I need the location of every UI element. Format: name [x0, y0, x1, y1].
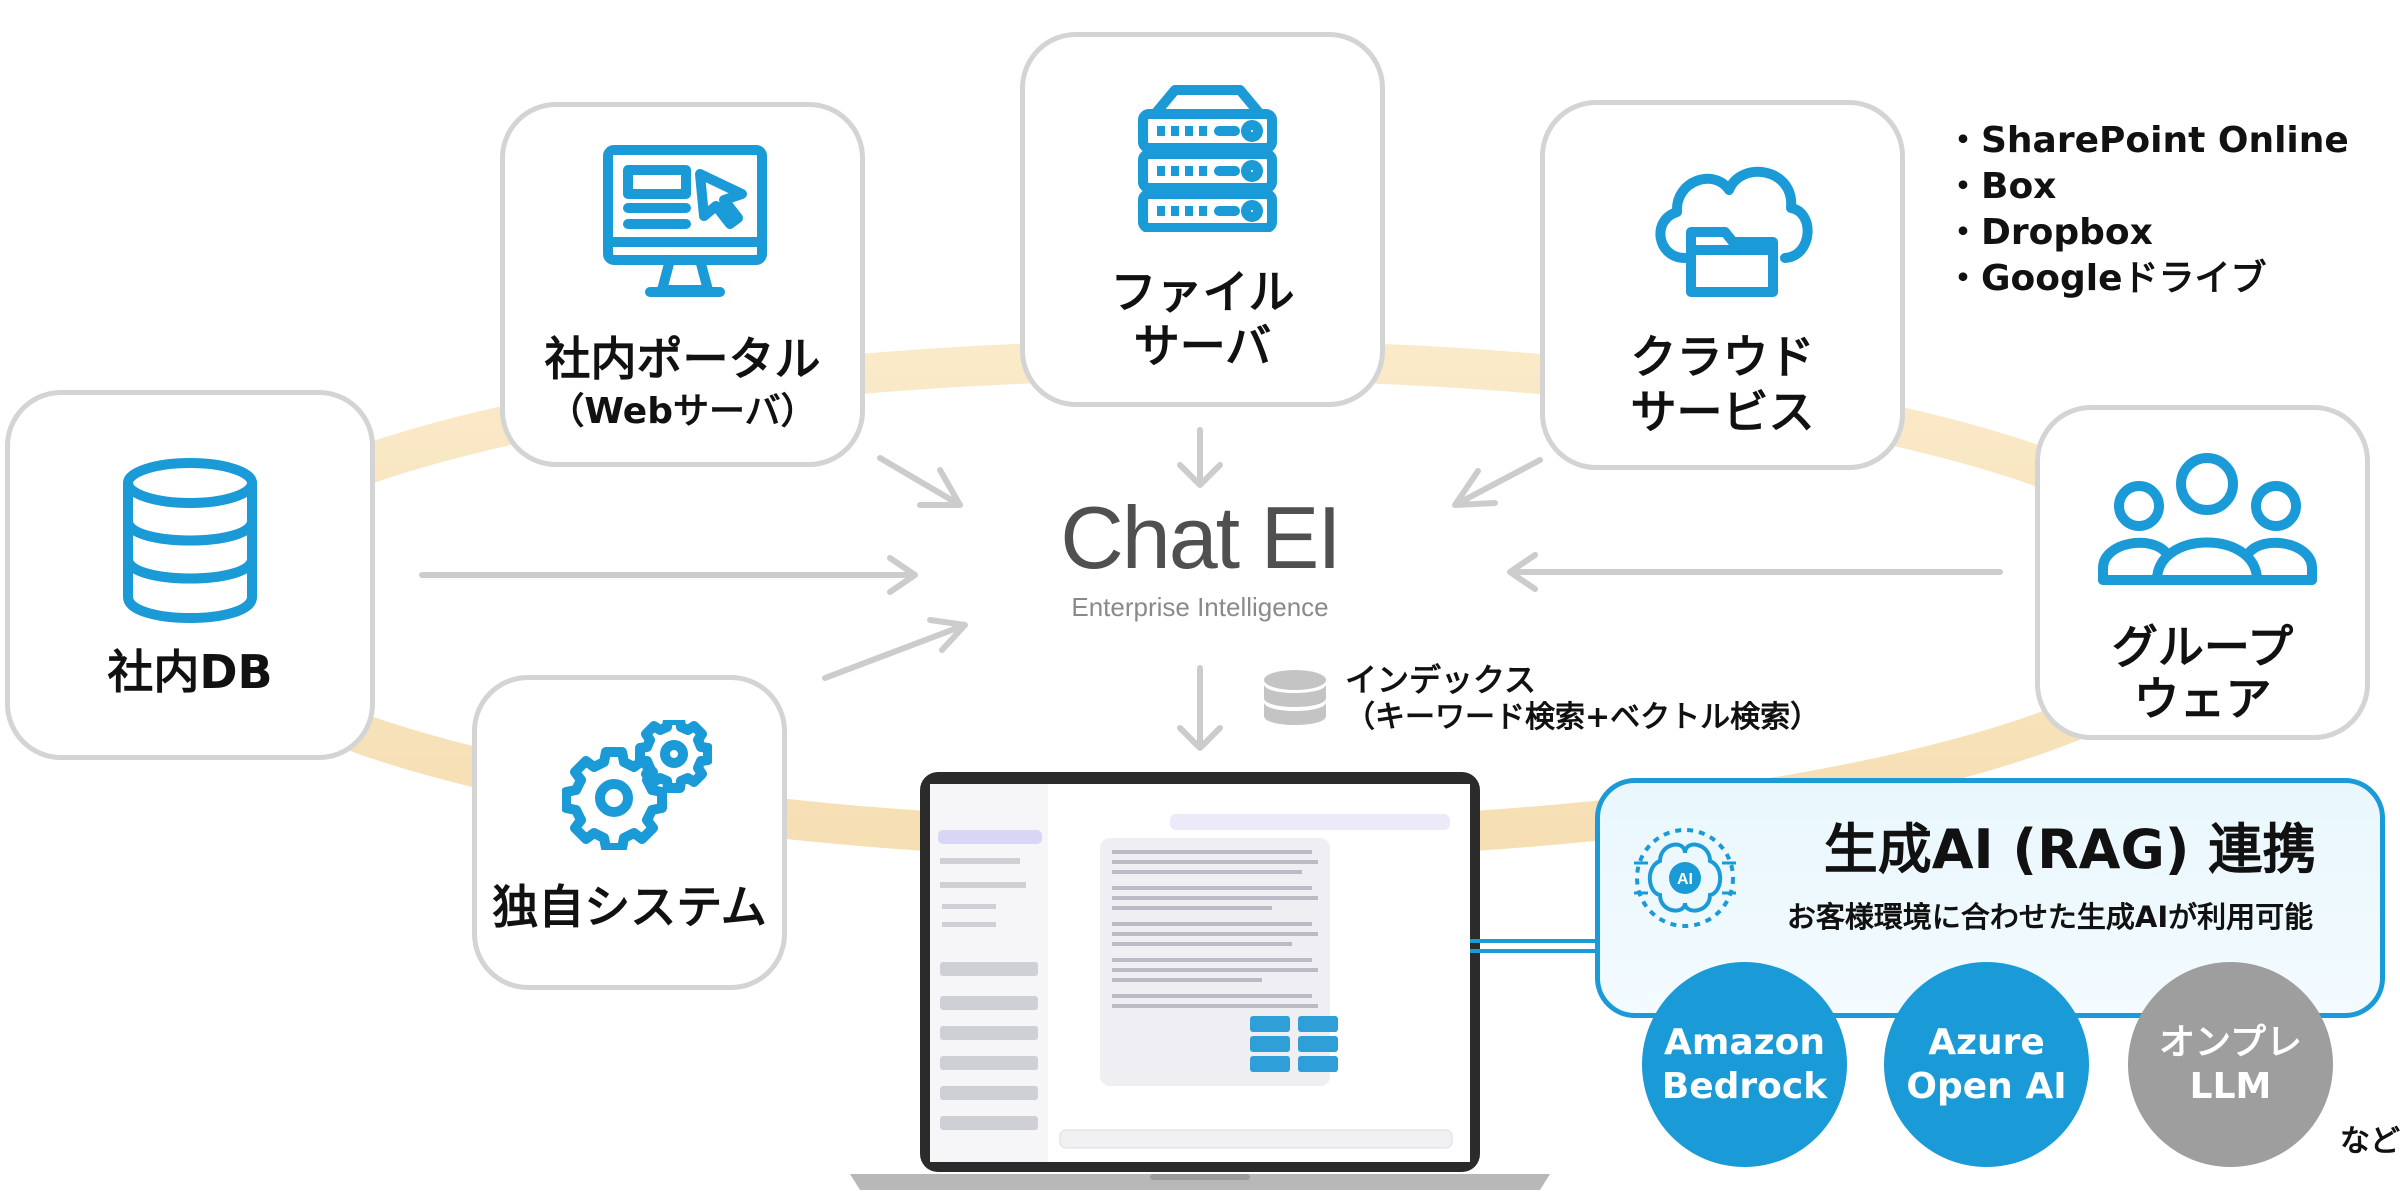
- custom-system-card: 独自システム: [472, 675, 787, 990]
- cloud-service-item: ・Dropbox: [1945, 212, 2153, 253]
- portal-subtitle: （Webサーバ）: [548, 391, 817, 432]
- cloud-title-line2: サービス: [1630, 385, 1815, 439]
- cloud-folder-icon: [1655, 166, 1813, 297]
- groupware-card: グループ ウェア: [2035, 405, 2370, 740]
- fileserver-title-line1: ファイル: [1110, 265, 1295, 319]
- llm-name-line1: オンプレ: [2159, 1021, 2302, 1063]
- database-icon: [123, 458, 257, 623]
- custom-system-title: 独自システム: [492, 880, 767, 934]
- ai-badge-text: AI: [1677, 871, 1693, 888]
- groupware-title-line2: ウェア: [2133, 672, 2272, 726]
- group-users-icon: [2098, 453, 2317, 585]
- laptop-screenshot: [850, 772, 1550, 1190]
- index-label-line1: インデックス: [1345, 661, 1537, 699]
- portal-title: 社内ポータル: [544, 332, 821, 386]
- rag-subtitle: お客様環境に合わせた生成AIが利用可能: [1786, 900, 2314, 934]
- server-icon: [1138, 85, 1277, 232]
- llm-name-line1: Amazon: [1664, 1021, 1825, 1063]
- gears-icon: [562, 720, 712, 850]
- cloud-service-item: ・SharePoint Online: [1945, 120, 2349, 161]
- rag-title: 生成AI (RAG) 連携: [1823, 818, 2317, 881]
- arrow-portal: [877, 455, 963, 508]
- cloud-service-item: ・Googleドライブ: [1945, 258, 2267, 299]
- cloud-title-line1: クラウド: [1630, 330, 1815, 384]
- arrow-cloud: [1452, 457, 1543, 508]
- chatei-logo: Chat EI Enterprise Intelligence: [1030, 490, 1370, 624]
- chatei-logo-tagline: Enterprise Intelligence: [1071, 592, 1329, 622]
- cloud-service-list: ・SharePoint Online ・Box ・Dropbox ・Google…: [1945, 118, 2349, 302]
- fileserver-card: ファイル サーバ: [1020, 32, 1385, 407]
- monitor-cursor-icon: [603, 145, 767, 297]
- arrow-index: [1177, 665, 1223, 751]
- ai-brain-icon: AI: [1634, 828, 1736, 928]
- arrow-custom: [822, 617, 968, 681]
- cloud-card: クラウド サービス: [1540, 100, 1905, 470]
- index-database-icon: [1264, 670, 1326, 725]
- chatei-logo-name: Chat EI: [1060, 488, 1341, 587]
- fileserver-title-line2: サーバ: [1133, 319, 1272, 373]
- rag-connector-lines: [1470, 939, 1600, 953]
- llm-name-line2: Bedrock: [1661, 1065, 1828, 1107]
- arrow-db: [419, 555, 918, 595]
- etc-label: など: [2340, 1124, 2400, 1159]
- index-label-line2: （キーワード検索+ベクトル検索）: [1345, 700, 1821, 735]
- db-title: 社内DB: [107, 645, 273, 699]
- portal-card: 社内ポータル （Webサーバ）: [500, 102, 865, 467]
- llm-name-line2: LLM: [2189, 1065, 2272, 1107]
- db-card: 社内DB: [5, 390, 375, 760]
- cloud-service-item: ・Box: [1945, 166, 2057, 207]
- arrow-groupware: [1507, 552, 2003, 592]
- llm-name-line1: Azure: [1928, 1021, 2045, 1063]
- arrow-fileserver: [1177, 427, 1223, 488]
- groupware-title-line1: グループ: [2111, 620, 2294, 674]
- llm-name-line2: Open AI: [1906, 1065, 2067, 1107]
